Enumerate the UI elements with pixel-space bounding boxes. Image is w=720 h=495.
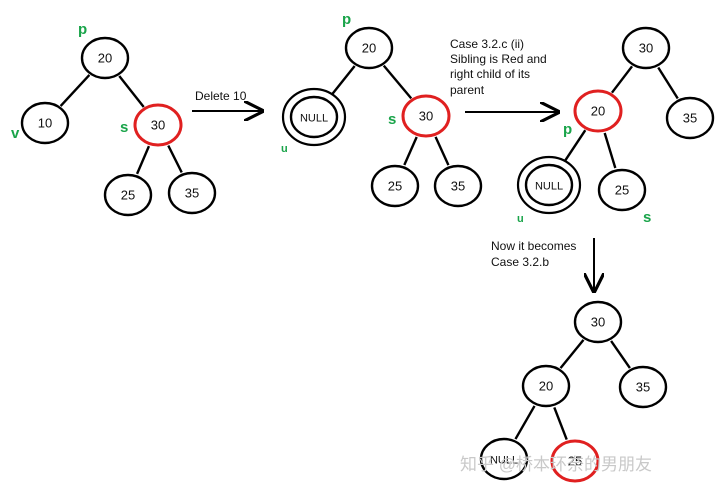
node-label: 20: [539, 379, 553, 394]
node-label: 20: [98, 51, 112, 66]
node-circle: [524, 163, 574, 207]
node-label: 35: [451, 179, 465, 194]
node-circle: [80, 36, 130, 80]
tree-node-after-delete-n25: 25: [370, 164, 420, 208]
tree-node-after-rotation-n30: 30: [621, 26, 671, 70]
tree-edge-after-delete-n30-n35: [434, 136, 450, 166]
transition-arrow-2: Case 3.2.c (ii) Sibling is Red and right…: [450, 37, 558, 112]
node-tag-initial-v: v: [11, 125, 20, 142]
tree-edge-initial-n30-n25: [135, 145, 151, 175]
tree-edge-after-delete-n20-n30: [382, 64, 413, 100]
transition-1-line-1: Delete 10: [195, 89, 247, 103]
node-tag-after-rotation-s: s: [643, 209, 651, 226]
node-circle: [401, 94, 451, 138]
node-circle: [20, 101, 70, 145]
tree-edge-initial-n20-n10: [59, 74, 91, 107]
node-label: NULL: [300, 113, 328, 125]
tree-edge-final-n30-n35: [610, 340, 631, 369]
tree-edge-after-rotation-n30-n35: [657, 66, 679, 100]
tree-node-after-delete-n35: 35: [433, 164, 483, 208]
node-label: 25: [388, 179, 402, 194]
node-circle: [103, 173, 153, 217]
transition-2-line-4: parent: [450, 83, 485, 97]
node-label: NULL: [490, 455, 518, 467]
node-tag-initial-s: s: [120, 119, 128, 136]
node-tag-after-rotation-u: u: [517, 213, 524, 225]
node-label: 10: [38, 116, 52, 131]
tree-node-initial-n30: 30: [133, 103, 183, 147]
node-label: NULL: [535, 181, 563, 193]
node-label: 20: [362, 41, 376, 56]
node-tag-after-rotation-p: p: [563, 121, 572, 138]
tree-node-initial-n35: 35: [167, 171, 217, 215]
tree-node-final-n20: 20: [521, 364, 571, 408]
node-circle: [433, 164, 483, 208]
node-circle: [167, 171, 217, 215]
node-circle: [597, 168, 647, 212]
tree-edge-final-n20-nnull: [514, 405, 536, 440]
node-circle: [521, 364, 571, 408]
tree-edge-after-rotation-n20-nnull: [560, 129, 587, 167]
node-label: 30: [639, 41, 653, 56]
transition-3-line-2: Case 3.2.b: [491, 255, 549, 269]
node-circle: [550, 439, 600, 483]
node-circle: [133, 103, 183, 147]
node-tag-after-delete-s: s: [388, 111, 396, 128]
tree-node-after-rotation-nnull: NULL: [516, 155, 582, 215]
node-circle: [479, 437, 529, 481]
node-label: 25: [615, 183, 629, 198]
watermark-text: 知乎 @桥本环奈的男朋友: [460, 455, 652, 474]
tree-edge-final-n20-n25: [553, 407, 568, 440]
node-label: 25: [121, 188, 135, 203]
tree-node-final-nnull: NULL: [479, 437, 529, 481]
transition-3-line-1: Now it becomes: [491, 239, 576, 253]
transition-2-line-2: Sibling is Red and: [450, 52, 547, 66]
tree-node-after-delete-nnull: NULL: [281, 87, 347, 147]
node-circle: [344, 26, 394, 70]
tree-edge-initial-n20-n30: [118, 75, 145, 108]
node-circle: [370, 164, 420, 208]
node-circle: [665, 96, 715, 140]
tree-node-final-n35: 35: [618, 365, 668, 409]
node-label: 30: [591, 315, 605, 330]
tree-node-initial-n20: 20: [80, 36, 130, 80]
tree-node-after-delete-n20: 20: [344, 26, 394, 70]
node-label: 30: [151, 118, 165, 133]
tree-node-final-n25: 25: [550, 439, 600, 483]
node-label: 30: [419, 109, 433, 124]
tree-edge-final-n30-n20: [559, 339, 585, 369]
node-label: 20: [591, 104, 605, 119]
node-tag-after-delete-p: p: [342, 11, 351, 28]
node-tag-initial-p: p: [78, 21, 87, 38]
node-circle: [573, 89, 623, 133]
transition-2-line-1: Case 3.2.c (ii): [450, 37, 524, 51]
tree-node-initial-n25: 25: [103, 173, 153, 217]
edges-layer: [59, 64, 679, 440]
node-label: 35: [683, 111, 697, 126]
tags-layer: p v s p u s p u s: [11, 11, 651, 226]
tree-edge-after-delete-n30-n25: [403, 136, 418, 166]
tree-edge-initial-n30-n35: [167, 145, 183, 173]
transition-2-line-3: right child of its: [450, 67, 530, 81]
tree-node-initial-n10: 10: [20, 101, 70, 145]
tree-edge-after-rotation-n30-n20: [610, 65, 634, 94]
node-circle: [618, 365, 668, 409]
node-circle: [573, 300, 623, 344]
tree-node-after-rotation-n25: 25: [597, 168, 647, 212]
node-label: 25: [568, 454, 582, 469]
node-circle: [289, 95, 339, 139]
tree-edge-after-rotation-n20-n25: [603, 132, 617, 169]
tree-node-after-rotation-n35: 35: [665, 96, 715, 140]
node-label: 35: [636, 380, 650, 395]
transition-arrow-1: Delete 10: [192, 89, 262, 111]
tree-node-after-delete-n30: 30: [401, 94, 451, 138]
node-circle: [621, 26, 671, 70]
tree-node-final-n30: 30: [573, 300, 623, 344]
node-tag-after-delete-u: u: [281, 143, 288, 155]
tree-node-after-rotation-n20: 20: [573, 89, 623, 133]
transition-arrow-3: Now it becomes Case 3.2.b: [491, 238, 594, 291]
node-label: 35: [185, 186, 199, 201]
